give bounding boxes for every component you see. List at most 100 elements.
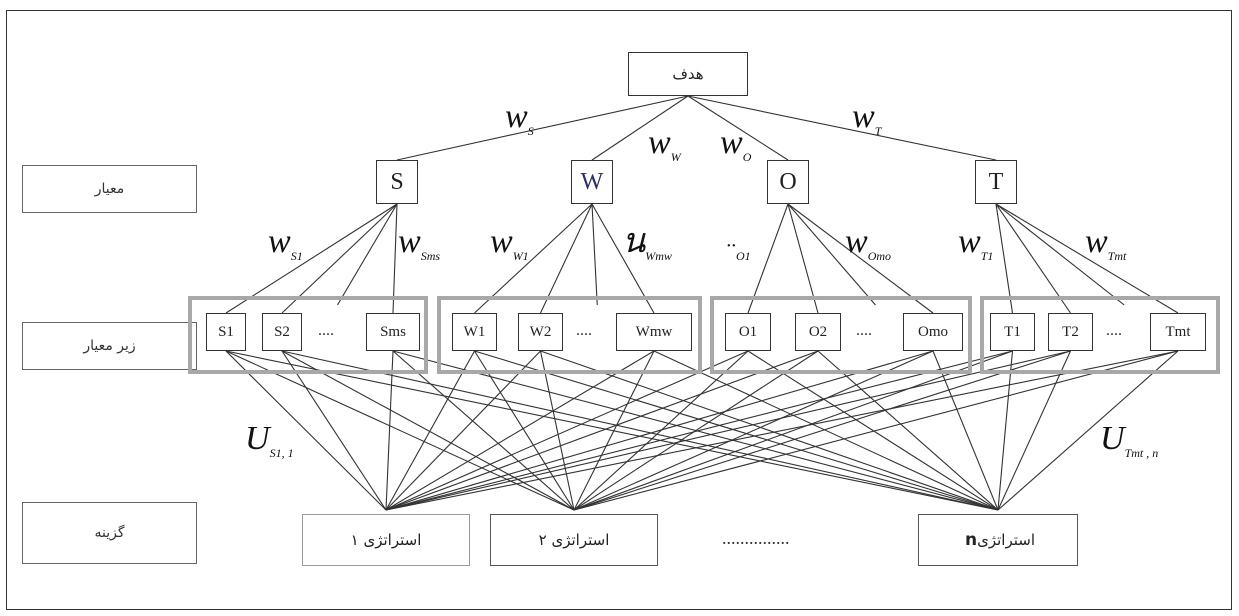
- ellipsis-o: ....: [856, 322, 872, 339]
- edge-t-t1: [995, 203, 1014, 314]
- goal-node: هدف: [628, 52, 748, 96]
- edge-t-tmt: [995, 203, 1179, 314]
- edge-s2-alt-n: [281, 350, 999, 511]
- edge-o2-alt-n: [817, 350, 999, 511]
- edge-s-ellipsis: [337, 203, 398, 306]
- edge-s1-alt-n: [225, 350, 999, 511]
- edge-s-sms: [392, 203, 398, 314]
- alternative-1: استراتژی ۱: [302, 514, 470, 566]
- ellipsis-w: ....: [576, 322, 592, 339]
- edge-s1-alt-1: [225, 350, 387, 511]
- edge-s2-alt-1: [281, 350, 387, 511]
- weight-ws1: wS1: [268, 223, 303, 263]
- group-w: [437, 296, 702, 374]
- edge-o1-alt-n: [747, 350, 999, 511]
- edge-w2-alt-1: [385, 350, 541, 511]
- edge-o1-alt-1: [385, 350, 749, 511]
- group-s: [188, 296, 428, 374]
- weight-womo: wOmo: [845, 223, 892, 263]
- edge-w-wmw: [591, 203, 655, 314]
- edge-omo-alt-1: [385, 350, 934, 511]
- sub-criterion-sms: Sms: [366, 313, 420, 351]
- edge-tmt-alt-n: [997, 350, 1179, 511]
- edge-w1-alt-n: [474, 350, 999, 511]
- group-t: [980, 296, 1220, 374]
- edge-s-s1: [225, 203, 398, 314]
- edge-t-t2: [995, 203, 1071, 314]
- weight-wsms: wSms: [398, 223, 441, 263]
- group-o: [710, 296, 972, 374]
- edge-goal-s: [396, 95, 689, 161]
- weight-wtmt: wTmt: [1085, 223, 1127, 263]
- edge-wmw-alt-2: [573, 350, 655, 511]
- weight-wt: wT: [852, 98, 882, 138]
- edge-o2-alt-1: [385, 350, 819, 511]
- alternatives-ellipsis: ...............: [722, 528, 790, 548]
- edge-t2-alt-2: [573, 350, 1071, 511]
- weight-ww: wW: [648, 124, 681, 164]
- edge-t1-alt-2: [573, 350, 1013, 511]
- edge-tmt-alt-1: [385, 350, 1179, 511]
- weight-wo: wO: [720, 124, 752, 164]
- edge-goal-o: [687, 95, 789, 161]
- alternative-n: استراتژی n: [918, 514, 1078, 566]
- edge-w-w2: [540, 203, 593, 314]
- edge-omo-alt-2: [573, 350, 934, 511]
- ellipsis-s: ....: [318, 322, 334, 339]
- edge-o-o1: [747, 203, 789, 314]
- row-label-sub-criteria: زیر معیار: [22, 322, 197, 370]
- row-label-alternatives: گزینه: [22, 502, 197, 564]
- edge-t1-alt-n: [997, 350, 1014, 511]
- edge-o-ellipsis: [787, 203, 876, 306]
- edge-o2-alt-2: [573, 350, 819, 511]
- edge-goal-t: [687, 95, 997, 161]
- sub-criterion-w1: W1: [452, 313, 497, 351]
- sub-criterion-tmt: Tmt: [1150, 313, 1206, 351]
- weight-wo1: ··O1: [726, 235, 751, 263]
- sub-criterion-s2: S2: [262, 313, 302, 351]
- weight-wt1: wT1: [958, 223, 994, 263]
- criterion-w: W: [571, 160, 613, 204]
- edge-sms-alt-2: [392, 350, 575, 511]
- edge-w2-alt-2: [539, 350, 575, 511]
- alternative-n-suffix: n: [965, 530, 978, 550]
- criterion-s: S: [376, 160, 418, 204]
- edge-t2-alt-n: [997, 350, 1072, 511]
- edge-w-ellipsis: [591, 203, 598, 306]
- edge-w2-alt-n: [540, 350, 999, 511]
- alternative-n-prefix: استراتژی: [977, 531, 1036, 549]
- sub-criterion-omo: Omo: [903, 313, 963, 351]
- criterion-o: O: [767, 160, 809, 204]
- edge-s2-alt-2: [281, 350, 575, 511]
- ellipsis-t: ....: [1106, 322, 1122, 339]
- edge-w1-alt-1: [385, 350, 475, 511]
- edge-o-o2: [787, 203, 819, 314]
- sub-criterion-wmw: Wmw: [616, 313, 692, 351]
- sub-criterion-o1: O1: [725, 313, 771, 351]
- edge-omo-alt-n: [932, 350, 999, 511]
- edge-s-s2: [281, 203, 398, 314]
- edge-w1-alt-2: [474, 350, 575, 511]
- alternative-2: استراتژی ۲: [490, 514, 658, 566]
- edge-goal-w: [591, 95, 689, 161]
- edge-t2-alt-1: [385, 350, 1071, 511]
- weight-wwmw: นWmw: [622, 223, 672, 263]
- edge-t-ellipsis: [995, 203, 1125, 306]
- weight-ww1: wW1: [490, 223, 529, 263]
- sub-criterion-s1: S1: [206, 313, 246, 351]
- sub-criterion-o2: O2: [795, 313, 841, 351]
- sub-criterion-t2: T2: [1048, 313, 1093, 351]
- weight-ws: wS: [505, 98, 534, 138]
- edge-t1-alt-1: [385, 350, 1013, 511]
- edge-w-w1: [474, 203, 593, 314]
- edge-wmw-alt-1: [385, 350, 655, 511]
- sub-criterion-w2: W2: [518, 313, 563, 351]
- diagram-frame: [6, 10, 1232, 610]
- edge-wmw-alt-n: [653, 350, 999, 511]
- sub-criterion-t1: T1: [990, 313, 1035, 351]
- edge-o-omo: [787, 203, 934, 314]
- row-label-criteria: معیار: [22, 165, 197, 213]
- weight-utmtn: UTmt , n: [1100, 420, 1159, 460]
